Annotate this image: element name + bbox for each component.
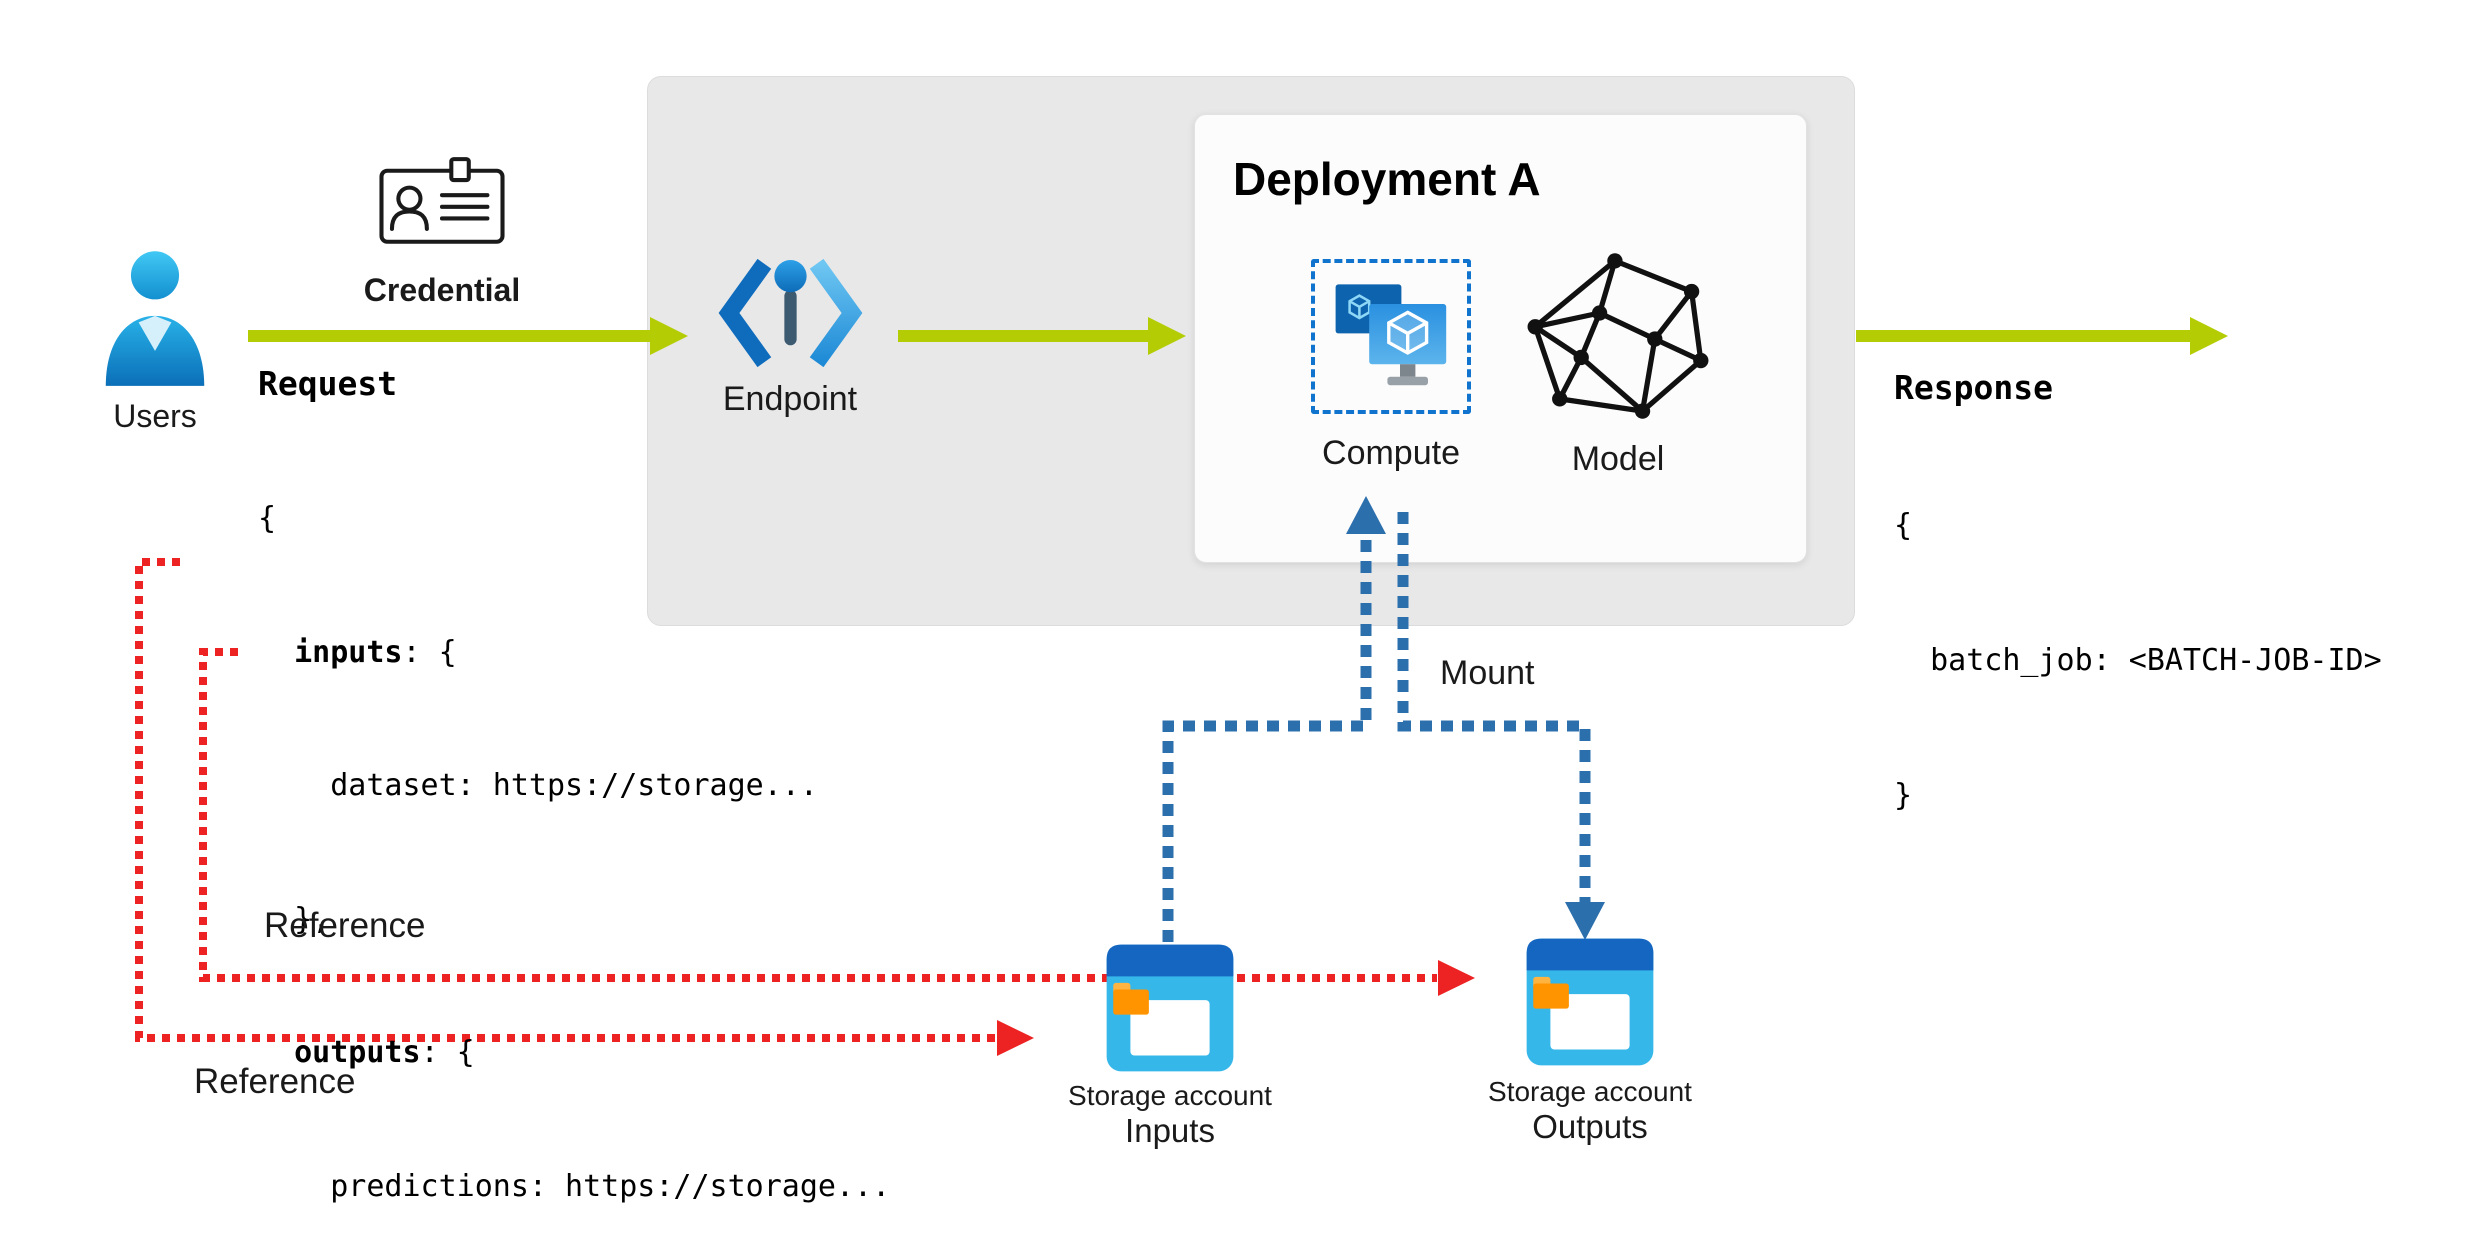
credential-icon	[379, 157, 505, 244]
storage-inputs-icon	[1106, 944, 1234, 1072]
endpoint-icon	[718, 258, 863, 368]
deployment-a-box	[1194, 114, 1807, 563]
code-key: inputs	[258, 634, 403, 670]
endpoint-label: Endpoint	[722, 380, 858, 418]
request-arrow	[248, 317, 688, 355]
compute-monitors-icon	[1335, 284, 1447, 386]
code-key: outputs	[258, 1035, 421, 1070]
response-arrow	[1856, 317, 2228, 355]
deployment-title: Deployment A	[1233, 153, 1541, 205]
code-line: batch_job: <BATCH-JOB-ID>	[1894, 643, 2382, 678]
code-line: dataset: https://storage...	[258, 768, 818, 803]
storage-outputs-name: Outputs	[1532, 1108, 1648, 1145]
code-line: {	[1894, 508, 1913, 543]
credential-label: Credential	[363, 272, 521, 308]
code-line: {	[258, 501, 277, 536]
code-line: outputs: {	[258, 1031, 890, 1076]
code-line: inputs: {	[258, 631, 890, 676]
response-title: Response	[1894, 368, 2053, 407]
request-title: Request	[258, 364, 398, 403]
compute-label: Compute	[1322, 434, 1460, 472]
users-icon	[105, 251, 205, 386]
code-text: : {	[420, 1035, 475, 1070]
reference-label-inputs: Reference	[194, 1062, 356, 1101]
code-text: : {	[402, 634, 457, 670]
storage-inputs-label: Storage account	[1068, 1080, 1272, 1111]
storage-outputs-label: Storage account	[1488, 1076, 1692, 1107]
code-line: },	[258, 901, 331, 937]
reference-label-outputs: Reference	[264, 906, 426, 945]
code-line: predictions: https://storage...	[258, 1168, 891, 1204]
model-label: Model	[1571, 440, 1665, 478]
request-code: { inputs: { dataset: https://storage... …	[258, 408, 890, 1236]
response-code: { batch_job: <BATCH-JOB-ID> }	[1894, 414, 2382, 908]
users-label: Users	[113, 398, 197, 434]
storage-inputs-name: Inputs	[1125, 1112, 1215, 1149]
model-icon	[1527, 253, 1709, 419]
compute-icon	[1311, 259, 1471, 414]
storage-outputs-icon	[1526, 938, 1654, 1066]
mount-label: Mount	[1440, 654, 1535, 692]
code-line: }	[1894, 778, 1913, 813]
